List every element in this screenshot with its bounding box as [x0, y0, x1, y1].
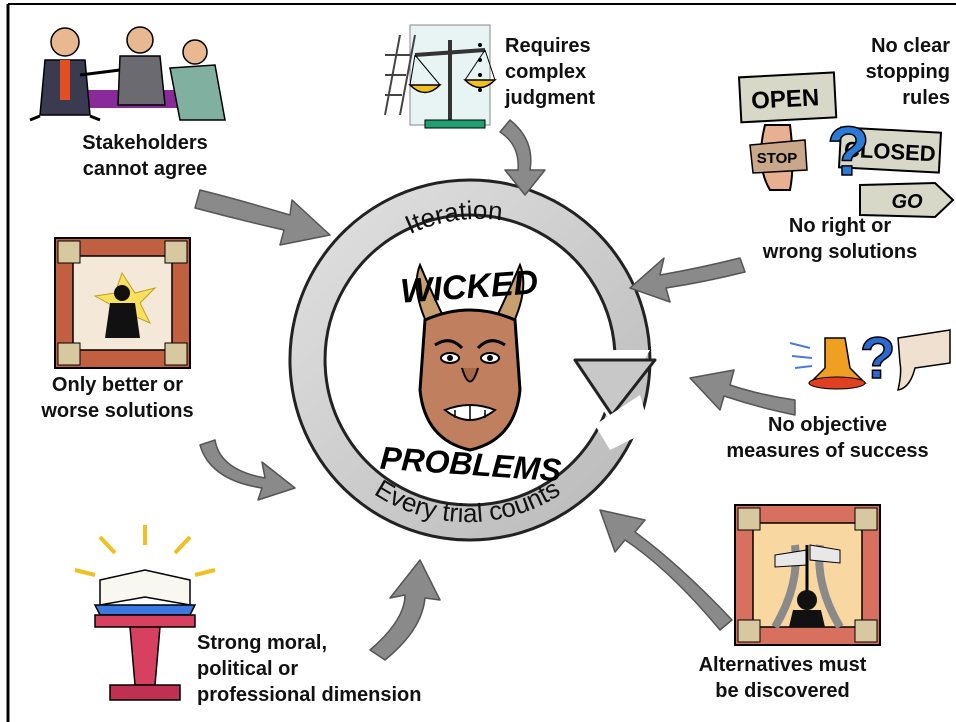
svg-text:?: ?	[827, 112, 870, 190]
book-pedestal-icon	[74, 525, 216, 701]
judgment-label: Requires complex judgment	[505, 35, 595, 109]
moral-dimension-label: Strong moral, political or professional …	[197, 632, 422, 706]
thumbs-down-question-icon: ?	[789, 325, 951, 392]
arrow-right-wrong	[629, 257, 746, 303]
svg-text:CLOSED: CLOSED	[843, 137, 936, 167]
arrow-objective	[689, 369, 796, 416]
frame-man-icon	[54, 237, 191, 369]
objective-measures-label: No objective measures of success	[726, 414, 929, 462]
wicked-mask-icon	[415, 262, 525, 452]
problems-title: PROBLEMS	[379, 440, 563, 489]
stopping-rules-label: No clear stopping rules	[865, 35, 950, 109]
influence-arrows	[194, 119, 796, 661]
svg-text:?: ?	[860, 326, 895, 391]
crossroads-icon	[734, 504, 881, 646]
arrow-judgment	[499, 119, 546, 196]
alternatives-label: Alternatives must be discovered	[698, 654, 867, 702]
stakeholders-label: Stakeholders cannot agree	[82, 132, 208, 180]
better-worse-label: Only better or worse solutions	[41, 374, 194, 422]
iteration-cycle	[288, 178, 657, 542]
arrow-better-worse	[199, 439, 296, 501]
arrow-alternatives	[599, 509, 733, 631]
svg-text:GO: GO	[891, 191, 923, 213]
arrow-stakeholders	[194, 189, 331, 246]
scales-icon	[384, 24, 497, 129]
right-wrong-label: No right or wrong solutions	[762, 215, 918, 263]
signs-question-icon: OPEN STOP CLOSED GO ?	[737, 71, 955, 219]
svg-text:OPEN: OPEN	[751, 84, 820, 115]
svg-text:STOP: STOP	[757, 150, 798, 167]
arrow-moral	[369, 559, 441, 661]
arguing-people-icon	[29, 26, 226, 122]
